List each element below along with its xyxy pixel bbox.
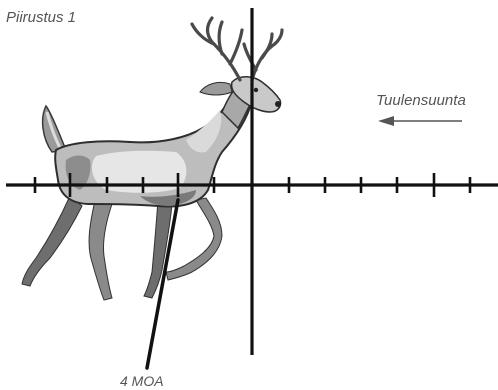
wind-direction-label: Tuulensuunta	[376, 92, 466, 109]
figure-title: Piirustus 1	[6, 9, 77, 26]
reticle-ticks-left	[33, 173, 216, 197]
arrow-left-icon	[378, 116, 462, 126]
reticle-ticks-right	[287, 173, 472, 197]
deer-illustration	[21, 16, 284, 301]
moa-pointer-line	[145, 198, 180, 370]
moa-label: 4 MOA	[120, 373, 164, 389]
reticle	[6, 8, 498, 355]
